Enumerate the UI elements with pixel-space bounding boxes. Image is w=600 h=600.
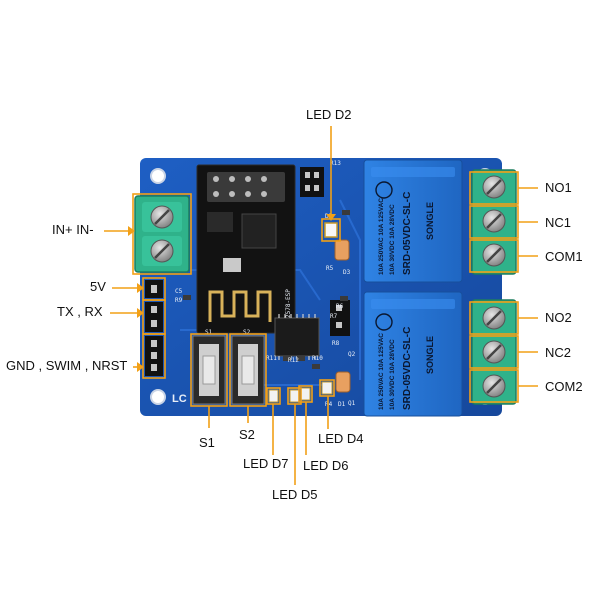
label-tx-rx: TX , RX [57,304,103,319]
silk-r9: R9 [175,297,183,304]
callout-arrowheads [128,214,336,372]
label-s1: S1 [199,435,215,450]
label-no1: NO1 [545,180,572,195]
led-d7 [268,389,279,403]
silk-s2: S2 [243,329,251,336]
label-com2: COM2 [545,379,583,394]
header-5v [145,280,163,298]
label-no2: NO2 [545,310,572,325]
relay-2-rating-2: 10A 30VDC 10A 28VDC [389,339,396,410]
silk-r7: R7 [330,313,338,320]
relay-1: SONGLE SRD-05VDC-SL-C 10A 250VAC 10A 125… [363,159,463,283]
board-corner-label: LC [172,393,187,405]
silk-q1: Q1 [348,400,356,407]
silk-r8: R8 [332,340,340,347]
diode-d1 [335,371,351,393]
label-5v: 5V [90,279,106,294]
label-nc2: NC2 [545,345,572,360]
mcu-chip [274,314,320,360]
output-terminal-block-1 [471,169,517,275]
silk-c5: C5 [175,288,183,295]
header-mid [330,300,350,336]
label-nc1: NC1 [545,215,572,230]
silk-r11: R11 [266,355,277,362]
led-d5 [289,389,300,403]
header-top [300,167,324,197]
label-led-d6: LED D6 [303,458,349,473]
relay-2-brand: SONGLE [425,336,435,374]
relay-1-model: SRD-05VDC-SL-C [402,192,413,275]
silk-r13: R13 [330,160,341,167]
silkscreen-labels: R13 R5 C5 R9 R6 R7 R8 Q1 Q2 R11 R12 R10 … [172,160,356,408]
silk-r4: R4 [325,401,333,408]
antenna-trace-icon [208,290,272,322]
label-led-d5: LED D5 [272,487,318,502]
silk-d1: D1 [338,401,346,408]
label-s2: S2 [239,427,255,442]
label-in-terminal: IN+ IN- [52,222,94,237]
mount-hole-icon [150,168,166,184]
relay-1-brand: SONGLE [425,202,435,240]
switch-s2 [231,335,265,405]
led-d6 [300,387,311,401]
module-label: 2578-ESP [285,289,292,318]
silk-q2: Q2 [348,351,356,358]
relay-2-rating-1: 10A 250VAC 10A 125VAC [378,333,385,410]
mount-hole-icon [150,389,166,405]
relay-1-rating-1: 10A 250VAC 10A 125VAC [378,198,385,275]
esp-wifi-module: 2578-ESP [196,164,296,334]
cqc-logo-icon [375,313,393,331]
relay-2: SONGLE SRD-05VDC-SL-C 10A 250VAC 10A 125… [363,291,463,417]
label-led-d2: LED D2 [306,107,352,122]
output-terminal-block-2 [471,299,517,405]
input-terminal-block [134,195,190,273]
silk-r5: R5 [326,265,334,272]
silk-r6: R6 [336,303,344,310]
header-tx-rx [145,302,163,332]
label-led-d7: LED D7 [243,456,289,471]
label-gnd-swim-nrst: GND , SWIM , NRST [6,358,128,373]
led-d4 [321,381,333,395]
label-com1: COM1 [545,249,583,264]
label-led-d4: LED D4 [318,431,364,446]
silk-s1: S1 [205,329,213,336]
silk-r10: R10 [312,355,323,362]
relay-1-rating-2: 10A 30VDC 10A 28VDC [389,204,396,275]
relay-2-model: SRD-05VDC-SL-C [402,327,413,410]
silk-r12: R12 [288,357,299,364]
header-gnd-swim-nrst [145,336,163,376]
switch-s1 [192,335,226,405]
led-d2 [324,222,338,238]
cqc-logo-icon [375,181,393,199]
silk-d3: D3 [343,269,351,276]
diode-d3 [334,239,350,261]
